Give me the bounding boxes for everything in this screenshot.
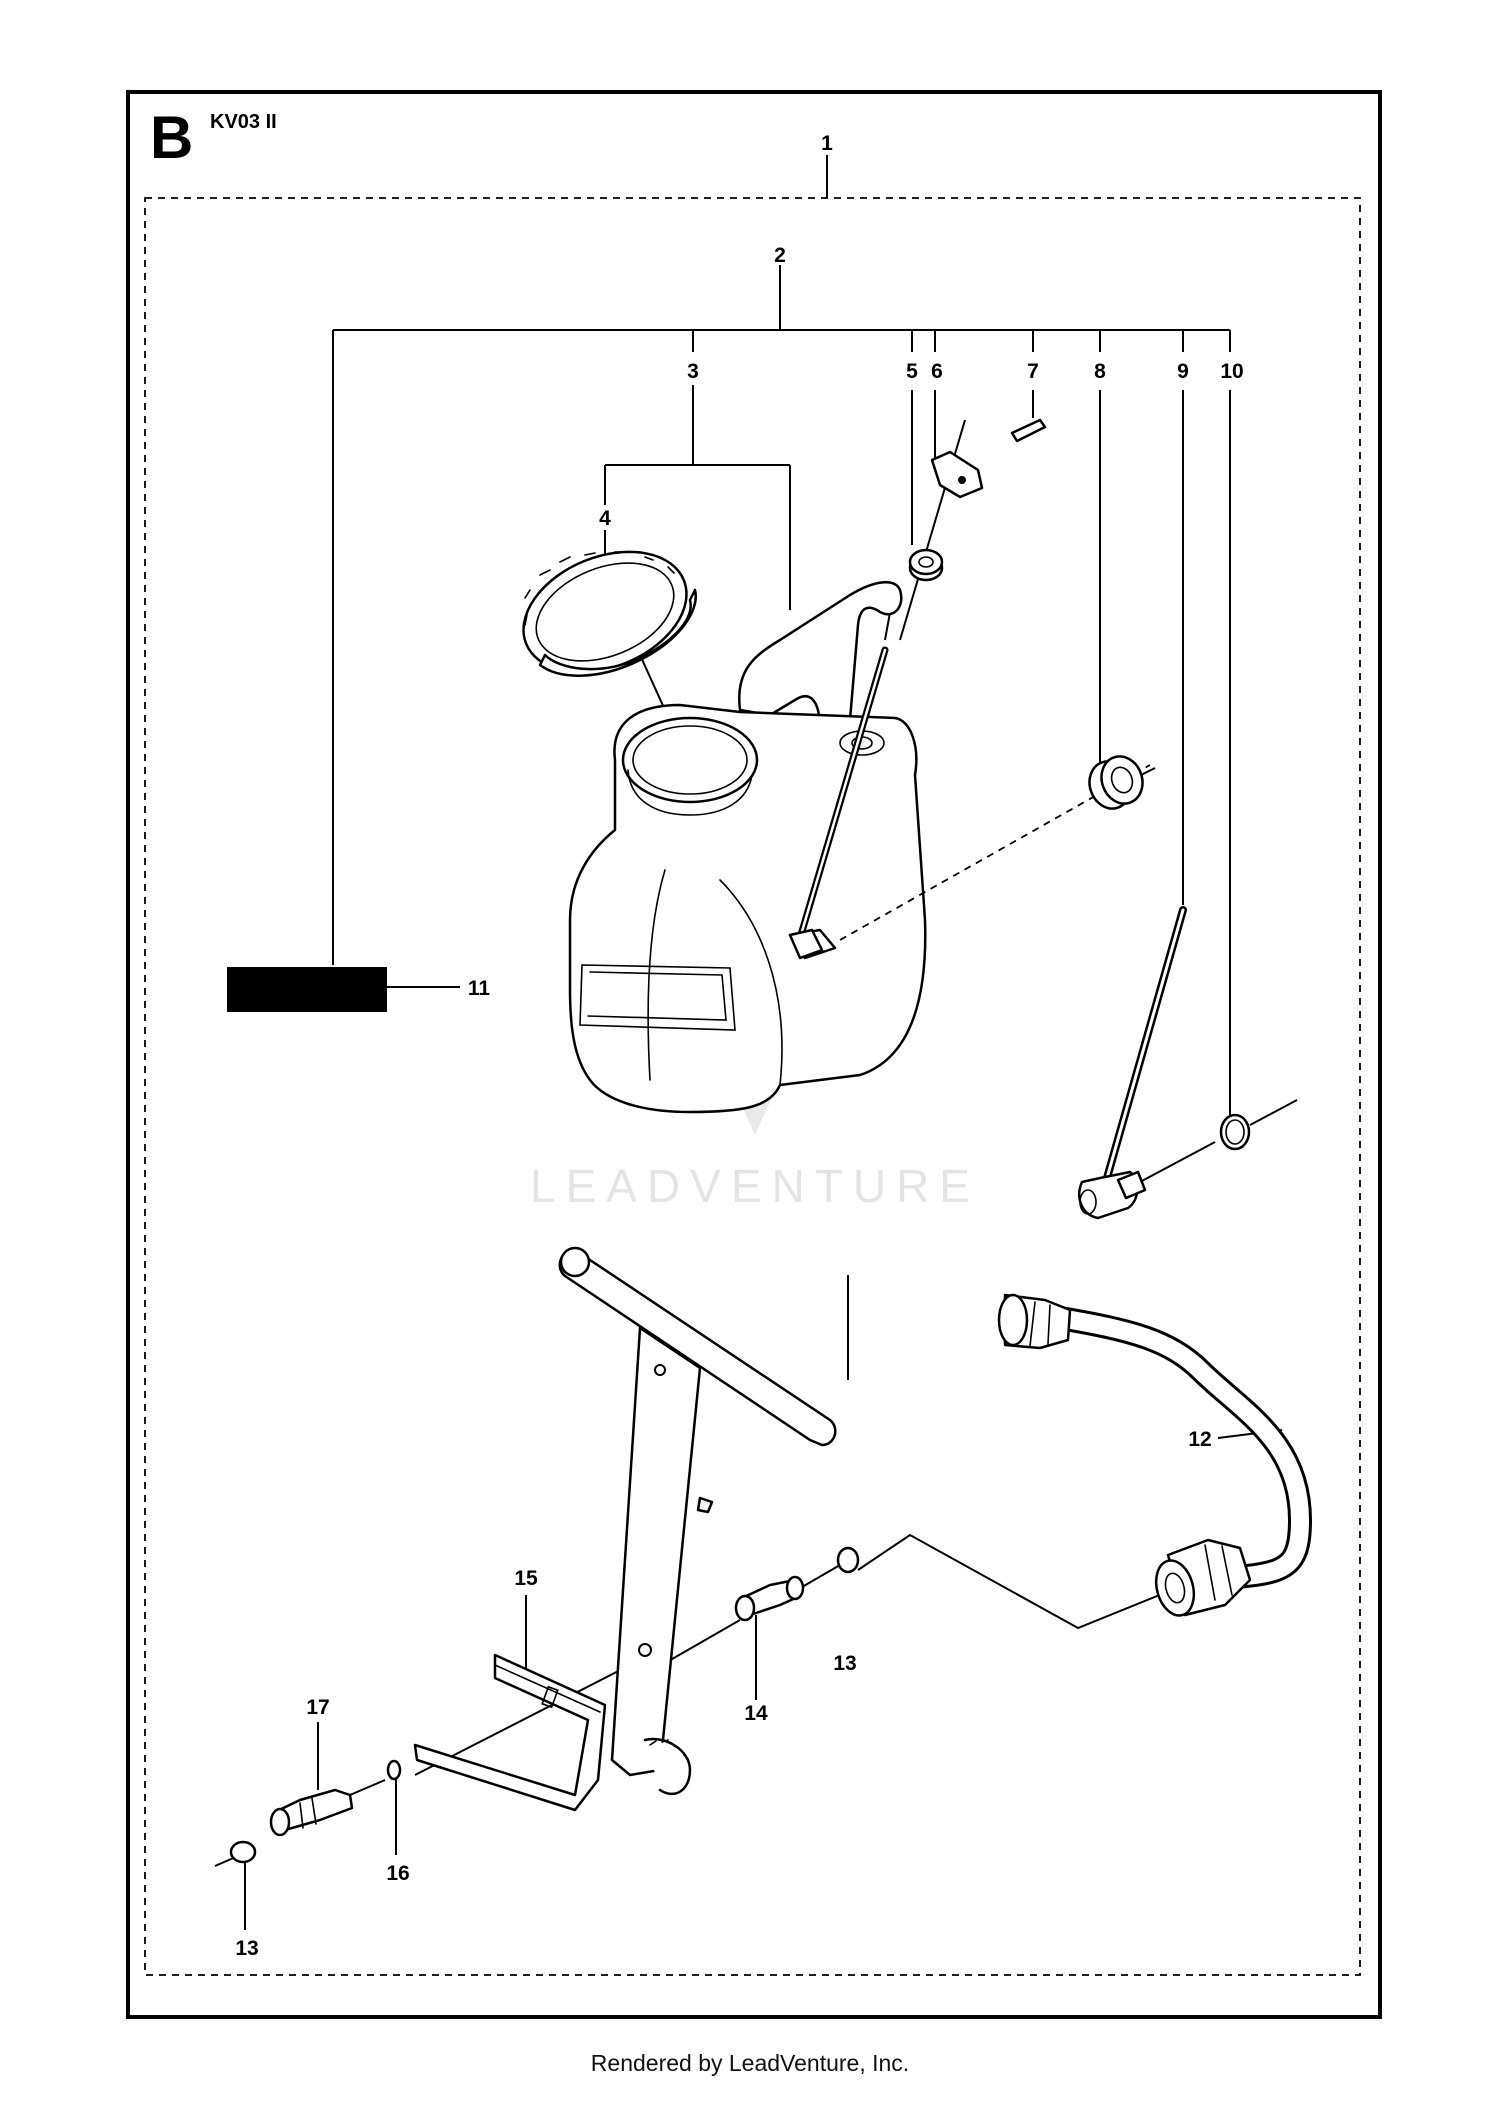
- stand-frame: [558, 1246, 837, 1796]
- callout-17: 17: [306, 1696, 329, 1719]
- callout-6: 6: [931, 360, 943, 383]
- nut: [1088, 755, 1144, 810]
- outer-frame: [126, 90, 1382, 2019]
- tank-cap: [522, 550, 697, 677]
- footer-credit: Rendered by LeadVenture, Inc.: [590, 2050, 910, 2076]
- grommet: [908, 548, 944, 582]
- callout-14: 14: [744, 1702, 768, 1725]
- pin: [1010, 418, 1047, 443]
- model-label: KV03 II: [210, 111, 277, 133]
- decal-label: [227, 967, 387, 1012]
- callout-8: 8: [1094, 360, 1106, 383]
- retaining-clip: [930, 450, 984, 499]
- callout-9: 9: [1177, 360, 1189, 383]
- water-hose: [997, 1293, 1313, 1617]
- callout-numbers: 1 2 3 4 5 6 7 8 9 10 11 12 13 14 15 13 1…: [235, 132, 1243, 1960]
- callout-13-hose: 13: [833, 1652, 856, 1675]
- o-ring-bottom: [229, 1840, 257, 1864]
- callout-2: 2: [774, 244, 786, 267]
- leader-lines: [214, 155, 1298, 1930]
- callout-4: 4: [599, 507, 611, 530]
- tank-dip-tube: [788, 646, 1151, 960]
- callout-1: 1: [821, 132, 833, 155]
- coupling-fitting: [734, 1575, 805, 1622]
- callout-5: 5: [906, 360, 918, 383]
- callout-7: 7: [1027, 360, 1039, 383]
- foot-plate: [413, 1653, 607, 1812]
- suction-tube: [1078, 906, 1187, 1220]
- washer: [386, 1759, 402, 1781]
- callout-13-bottom: 13: [235, 1937, 258, 1960]
- o-ring: [1219, 1113, 1251, 1151]
- callout-11: 11: [468, 977, 491, 1000]
- callout-3: 3: [687, 360, 699, 383]
- callout-12: 12: [1188, 1428, 1211, 1451]
- section-letter: B: [150, 104, 193, 171]
- o-ring-mid: [836, 1546, 860, 1574]
- callout-16: 16: [386, 1862, 409, 1885]
- nozzle-fitting: [269, 1788, 354, 1837]
- watermark-text: LEADVENTURE: [530, 1160, 980, 1212]
- callout-10: 10: [1220, 360, 1243, 383]
- callout-15: 15: [514, 1567, 538, 1590]
